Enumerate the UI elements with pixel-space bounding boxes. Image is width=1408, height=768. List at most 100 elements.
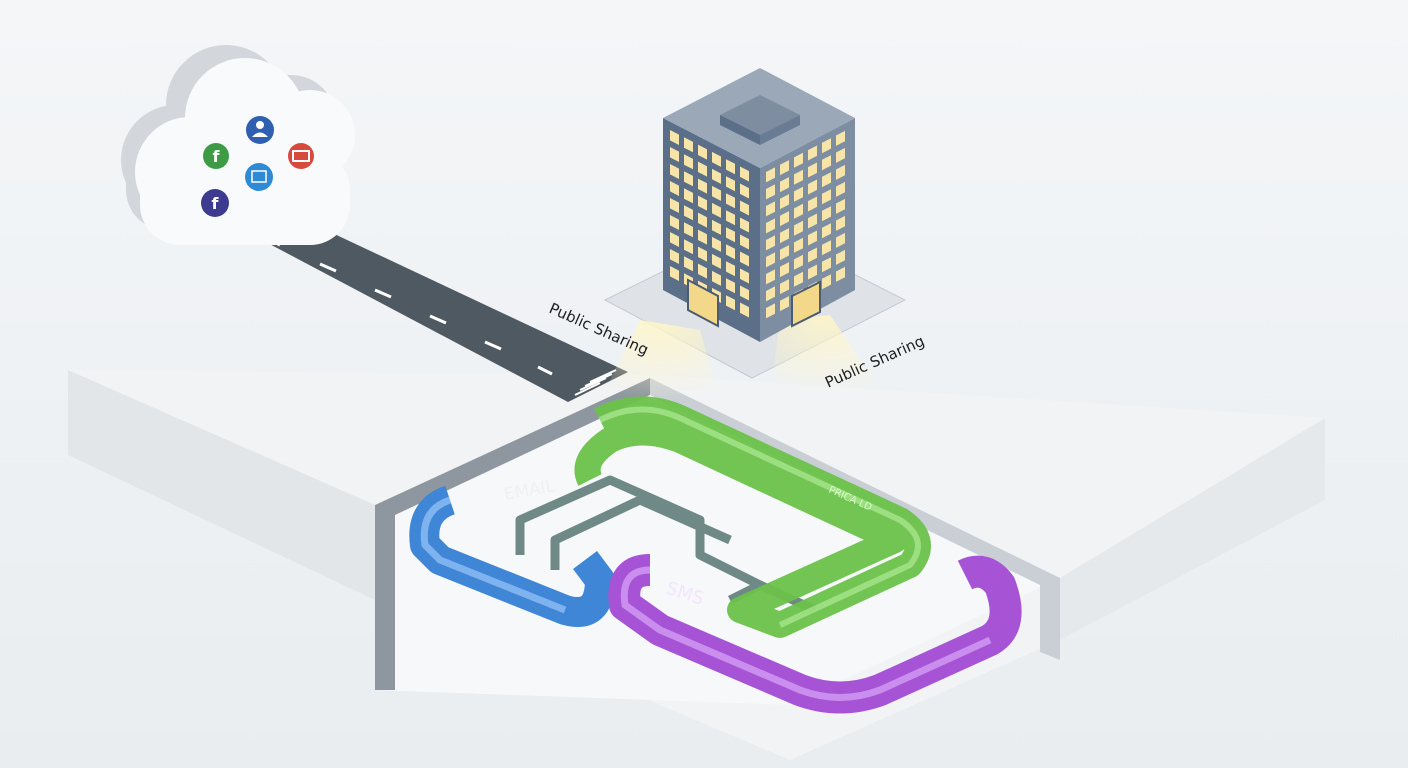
window xyxy=(808,145,817,161)
window xyxy=(780,245,789,261)
window xyxy=(822,172,831,188)
window xyxy=(712,151,721,167)
window xyxy=(670,147,679,162)
window xyxy=(726,159,735,175)
window xyxy=(726,261,735,277)
window xyxy=(794,254,803,270)
window xyxy=(780,296,789,312)
window xyxy=(698,263,707,279)
door-left xyxy=(687,278,719,328)
window xyxy=(794,203,803,219)
window xyxy=(712,202,721,218)
window xyxy=(822,257,831,273)
window xyxy=(836,249,845,265)
window xyxy=(836,266,845,282)
window xyxy=(766,252,775,268)
window xyxy=(670,130,679,145)
pit-floor xyxy=(375,378,1060,705)
window xyxy=(740,302,749,318)
window xyxy=(684,239,693,255)
cloud: f f xyxy=(121,45,355,245)
window xyxy=(670,198,679,213)
window xyxy=(808,264,817,280)
window xyxy=(726,210,735,226)
pit-wall-right xyxy=(650,378,1060,660)
window xyxy=(698,246,707,262)
window xyxy=(740,268,749,284)
window xyxy=(808,179,817,195)
window xyxy=(712,236,721,252)
window xyxy=(684,222,693,238)
window xyxy=(766,235,775,251)
window xyxy=(766,201,775,217)
window xyxy=(794,152,803,168)
window xyxy=(780,194,789,210)
window xyxy=(836,198,845,214)
screen-icon xyxy=(245,163,273,191)
facebook-icon: f xyxy=(201,189,229,217)
window xyxy=(684,205,693,221)
svg-text:f: f xyxy=(213,147,221,166)
window xyxy=(808,162,817,178)
window xyxy=(836,232,845,248)
window xyxy=(698,212,707,228)
window xyxy=(684,256,693,272)
window xyxy=(698,195,707,211)
window xyxy=(698,229,707,245)
connector-pipes xyxy=(515,475,817,615)
window xyxy=(794,237,803,253)
window xyxy=(780,211,789,227)
svg-text:f: f xyxy=(212,194,220,213)
window xyxy=(698,178,707,194)
window xyxy=(670,164,679,179)
window xyxy=(766,286,775,302)
window xyxy=(794,169,803,185)
mail-icon xyxy=(288,143,314,169)
window xyxy=(726,278,735,294)
window xyxy=(822,155,831,171)
window xyxy=(726,295,735,311)
window xyxy=(684,188,693,204)
window xyxy=(670,232,679,247)
window xyxy=(822,138,831,154)
window xyxy=(740,200,749,216)
window xyxy=(822,206,831,222)
window xyxy=(726,193,735,209)
facebook-green-icon: f xyxy=(203,143,229,169)
window xyxy=(726,176,735,192)
window xyxy=(740,183,749,199)
window xyxy=(780,279,789,295)
user-icon xyxy=(246,116,274,144)
window xyxy=(780,177,789,193)
window xyxy=(726,244,735,260)
window xyxy=(822,223,831,239)
window xyxy=(808,213,817,229)
road xyxy=(228,200,628,402)
window xyxy=(766,167,775,183)
window xyxy=(836,164,845,180)
window xyxy=(822,189,831,205)
window xyxy=(794,271,803,287)
window xyxy=(740,234,749,250)
window xyxy=(740,251,749,267)
window xyxy=(698,144,707,160)
window xyxy=(670,266,679,281)
platform xyxy=(68,370,1325,760)
window xyxy=(766,184,775,200)
window xyxy=(740,285,749,301)
window xyxy=(836,181,845,197)
window xyxy=(808,196,817,212)
window xyxy=(670,181,679,196)
window xyxy=(712,185,721,201)
window xyxy=(836,147,845,163)
window xyxy=(822,274,831,290)
window xyxy=(766,303,775,319)
building xyxy=(600,68,907,400)
window xyxy=(794,220,803,236)
window xyxy=(740,166,749,182)
door-right xyxy=(791,280,821,328)
window xyxy=(684,137,693,153)
window xyxy=(684,154,693,170)
window xyxy=(740,217,749,233)
window xyxy=(766,269,775,285)
